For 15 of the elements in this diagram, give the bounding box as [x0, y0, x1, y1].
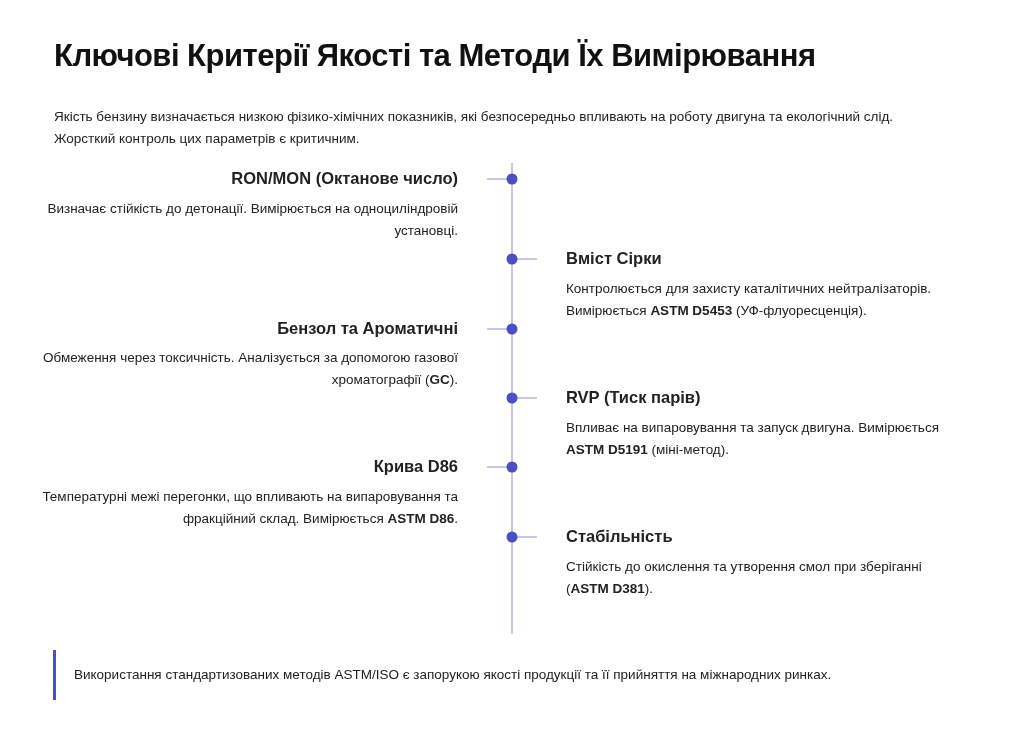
item-heading: Крива D86 [372, 457, 458, 476]
item-description: Визначає стійкість до детонації. Вимірюється на одноциліндровій установці. [46, 200, 458, 240]
item-heading: RVP (Тиск парів) [566, 388, 702, 407]
footnote-text: Використання стандартизованих методів ASTM/ISO є запорукою якості продукції та її прийняття на міжнародних ринках. [74, 667, 832, 682]
item-description: Контролюється для захисту каталітичних нейтралізаторів. Вимірюється ASTM D5453 (УФ-флуоресценція). [566, 280, 933, 320]
intro-paragraph: Якість бензину визначається низкою фізико-хімічних показників, які безпосередньо впливають на роботу двигуна та екологічний слід. Жорсткий контроль цих параметрів є критичним. [54, 108, 895, 148]
item-heading: Бензол та Ароматичні [276, 319, 458, 338]
item-heading: Стабільність [566, 527, 674, 546]
item-heading: Вміст Сірки [566, 249, 663, 268]
page-title: Ключові Критерії Якості та Методи Їх Вимірювання [54, 38, 816, 74]
item-description: Обмеження через токсичність. Аналізується за допомогою газової хроматографії (GC). [42, 349, 458, 389]
item-description: Стійкість до окислення та утворення смол при зберіганні (ASTM D381). [566, 558, 923, 598]
item-description: Температурні межі перегонки, що впливають на випаровування та фракційний склад. Вимірюється ASTM D86. [41, 488, 458, 528]
item-description: Впливає на випаровування та запуск двигуна. Вимірюється ASTM D5191 (міні-метод). [566, 419, 940, 459]
item-heading: RON/MON (Октанове число) [230, 169, 458, 188]
